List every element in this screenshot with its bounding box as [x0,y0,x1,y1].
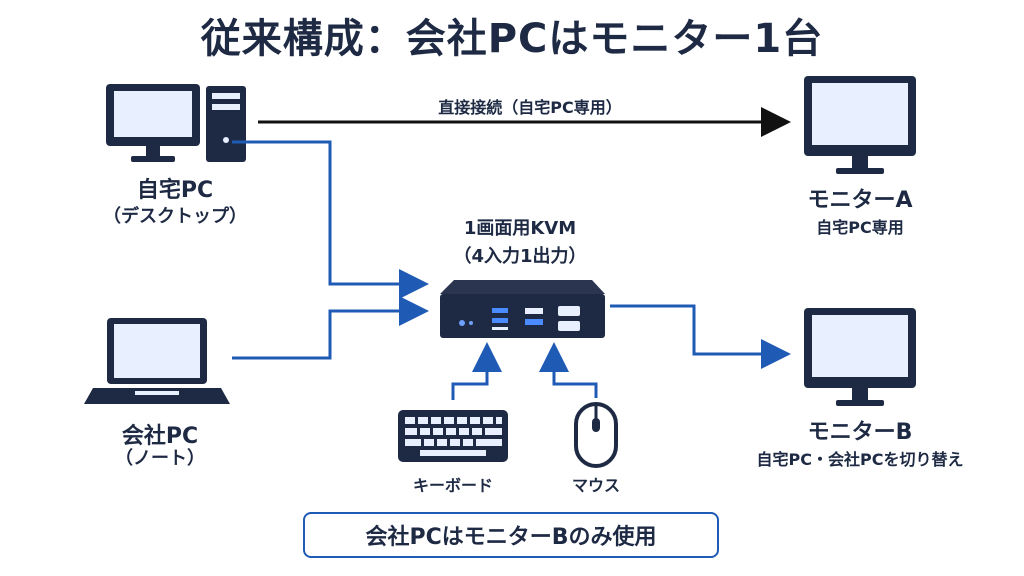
work-pc-to-kvm-arrow [232,296,429,360]
monitor-a-label: モニターA [807,188,913,213]
kvm-sublabel: （4入力1出力） [453,246,587,267]
home-pc-to-kvm-arrow [232,140,429,299]
monitor-a-icon [804,76,916,174]
kvm-to-monitor-b-arrow [610,304,791,369]
kvm-switch-icon [440,280,605,338]
page-title: 従来構成：会社PCはモニター1台 [200,16,824,62]
work-pc-label: 会社PC [121,424,199,449]
keyboard-to-kvm-arrow [451,342,502,400]
work-pc-sublabel: （ノート） [115,448,205,469]
footer-note: 会社PCはモニターBのみ使用 [303,512,719,558]
kvm-label: 1画面用KVM [463,218,577,239]
monitor-b-icon [804,308,916,406]
laptop-icon [84,318,230,404]
mouse-icon [574,402,618,468]
keyboard-icon [398,410,508,462]
direct-connection-label: 直接接続（自宅PC専用） [438,98,622,117]
home-pc-sublabel: （デスクトップ） [103,206,247,227]
mouse-label: マウス [571,476,620,495]
monitor-b-sublabel: 自宅PC・会社PCを切り替え [756,450,964,469]
keyboard-label: キーボード [412,476,493,495]
monitor-a-sublabel: 自宅PC専用 [816,218,904,237]
monitor-b-label: モニターB [807,420,913,445]
footer-note-text: 会社PCはモニターBのみ使用 [365,525,657,550]
home-pc-label: 自宅PC [136,178,214,203]
mouse-to-kvm-arrow [539,342,598,398]
desktop-pc-icon [106,84,246,162]
